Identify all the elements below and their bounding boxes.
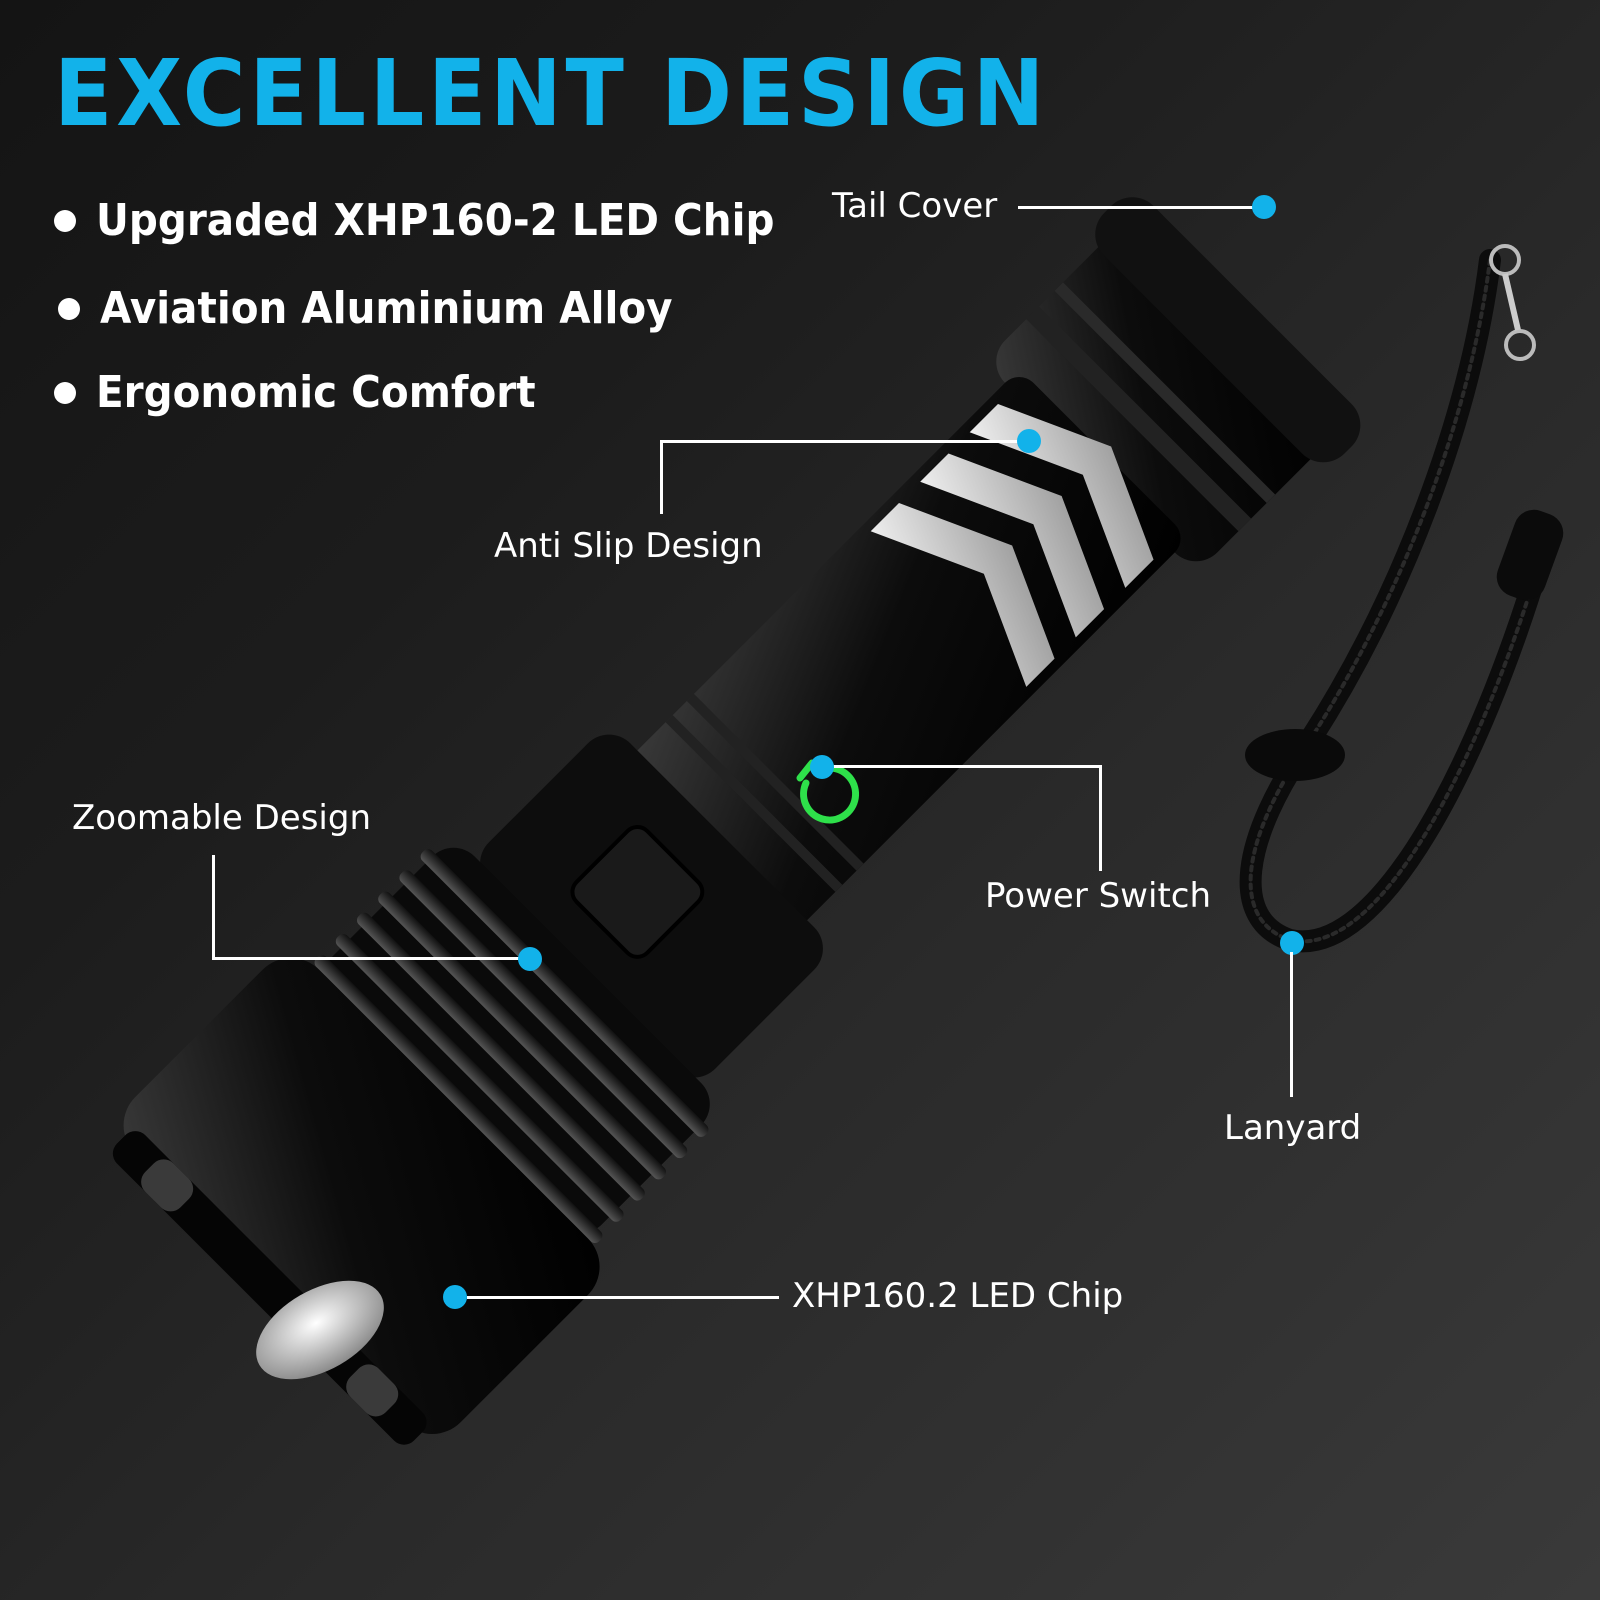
callout-line: [834, 765, 1102, 768]
callout-line: [660, 440, 663, 514]
callout-pin-icon: [810, 755, 834, 779]
callout-pin-icon: [1280, 931, 1304, 955]
callout-label: Tail Cover: [832, 186, 998, 226]
callout-line: [1018, 206, 1264, 209]
callout-label: Lanyard: [1224, 1108, 1362, 1148]
callout-line: [467, 1296, 779, 1299]
callout-line: [212, 957, 530, 960]
page-headline: EXCELLENT DESIGN: [54, 40, 1049, 147]
callout-label: Zoomable Design: [72, 798, 371, 838]
callout-line: [1290, 952, 1293, 1097]
lanyard-cord: [1239, 249, 1551, 953]
feature-text: Aviation Aluminium Alloy: [100, 283, 673, 334]
callout-pin-icon: [518, 947, 542, 971]
callout-label: Power Switch: [985, 876, 1212, 916]
callout-pin-icon: [443, 1285, 467, 1309]
flashlight-body: [112, 197, 1361, 1445]
feature-item: Aviation Aluminium Alloy: [58, 283, 722, 334]
bullet-icon: [54, 381, 76, 404]
callout-pin-icon: [1017, 429, 1041, 453]
callout-line: [660, 440, 1029, 443]
callout-label: Anti Slip Design: [494, 526, 763, 566]
feature-text: Upgraded XHP160-2 LED Chip: [96, 195, 775, 246]
callout-pin-icon: [1252, 195, 1276, 219]
feature-item: Ergonomic Comfort: [54, 367, 574, 418]
callout-label: XHP160.2 LED Chip: [792, 1276, 1124, 1316]
bullet-icon: [54, 209, 76, 232]
callout-line: [1099, 765, 1102, 871]
feature-item: Upgraded XHP160-2 LED Chip: [54, 195, 833, 246]
callout-line: [212, 855, 215, 960]
feature-text: Ergonomic Comfort: [96, 367, 536, 418]
bullet-icon: [58, 297, 80, 320]
